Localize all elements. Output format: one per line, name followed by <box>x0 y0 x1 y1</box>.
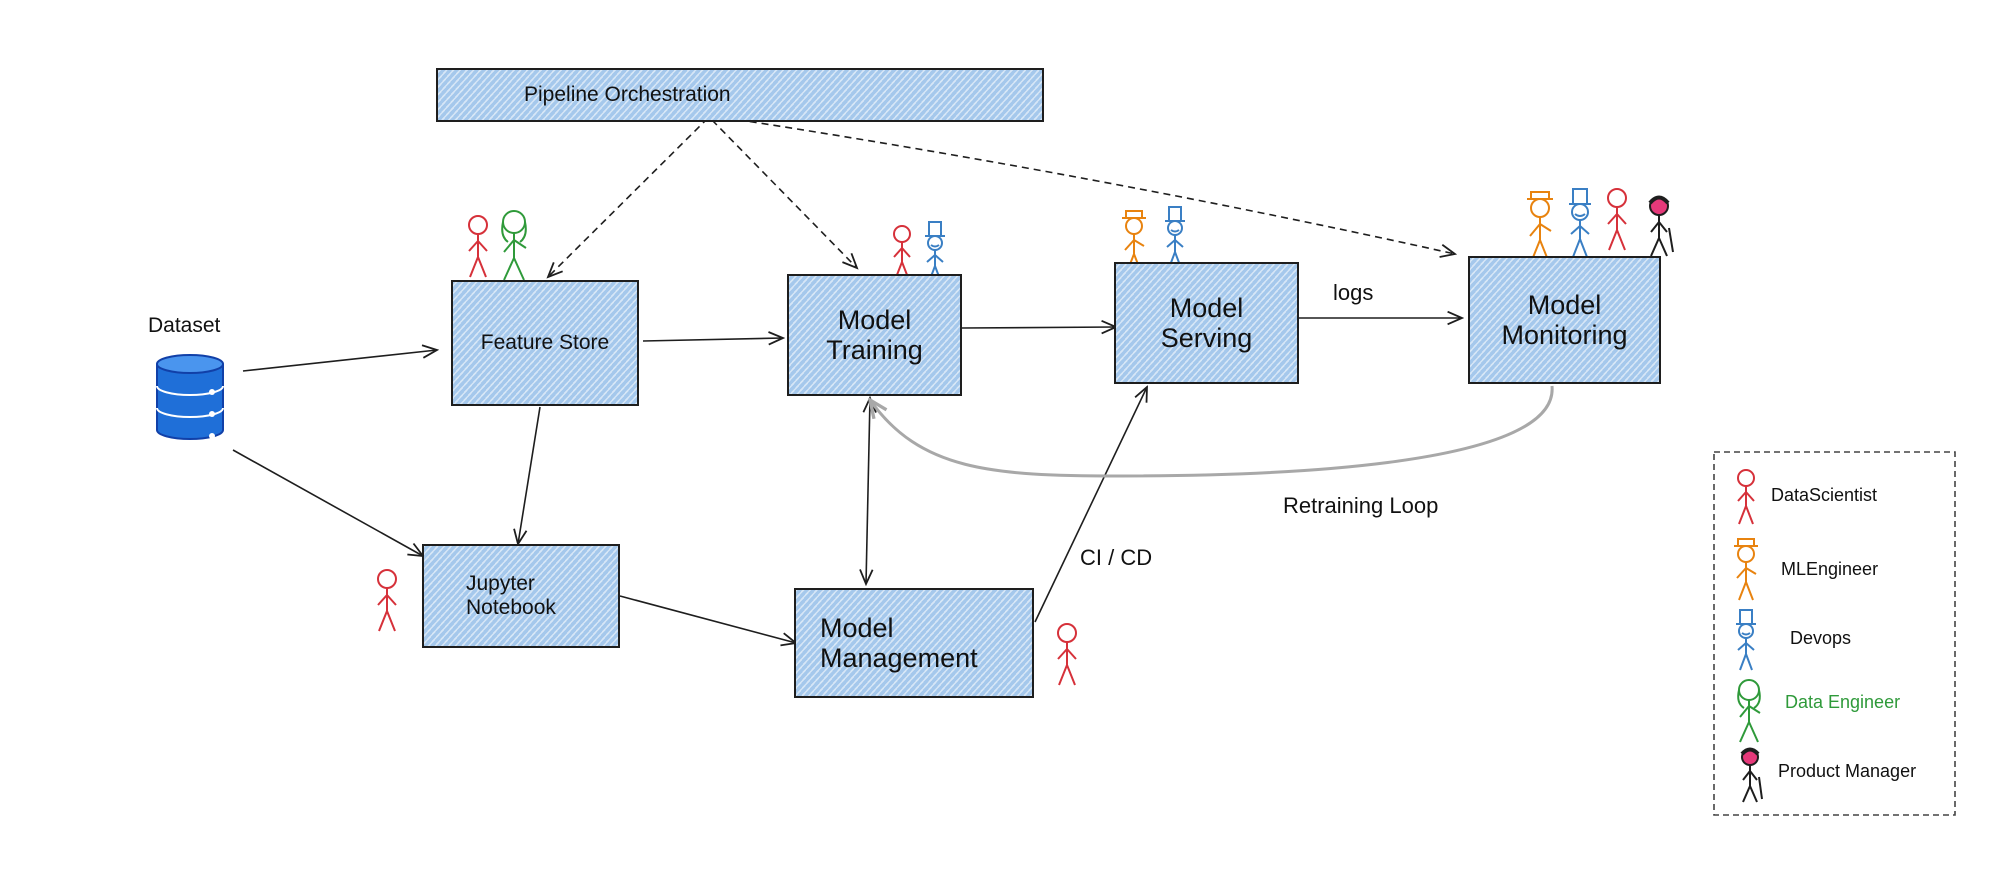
data-scientist-icon <box>1057 623 1077 686</box>
ci-cd-label: CI / CD <box>1080 545 1153 570</box>
devops-icon <box>925 221 945 283</box>
legend-box <box>1713 451 1956 816</box>
ml-engineer-icon <box>1122 210 1146 273</box>
dataset-to-jupyter-arrow <box>232 449 423 556</box>
model-monitoring-label-line1: Model <box>1527 289 1602 320</box>
retraining-loop-arrow <box>870 385 1554 478</box>
orchestration-to-model-training-arrow <box>711 119 857 268</box>
legend-label-data-engineer: Data Engineer <box>1785 692 1901 712</box>
pipeline-orchestration-box[interactable]: Pipeline Orchestration <box>436 68 1044 122</box>
product-manager-icon <box>1740 747 1763 803</box>
model-serving-label-line1: Model <box>1169 292 1244 323</box>
ml-engineer-icon <box>1734 538 1758 601</box>
jupyter-notebook-box[interactable]: Jupyter Notebook <box>422 544 620 648</box>
feature-store-to-model-training-arrow <box>642 338 783 341</box>
devops-icon <box>1569 188 1591 258</box>
database-icon <box>156 354 224 440</box>
data-scientist-icon <box>1607 188 1627 251</box>
model-training-label-line2: Training <box>826 335 923 365</box>
legend-label-data-scientist: DataScientist <box>1771 485 1878 505</box>
data-engineer-icon <box>1737 679 1761 743</box>
jupyter-notebook-label-line2: Notebook <box>466 596 556 619</box>
legend-label-devops: Devops <box>1790 628 1852 648</box>
model-monitoring-label-line2: Monitoring <box>1501 320 1628 350</box>
data-scientist-icon <box>468 215 488 278</box>
model-management-label-line2: Management <box>820 643 978 673</box>
dataset-to-feature-store-arrow <box>242 350 437 372</box>
devops-icon <box>1165 206 1185 269</box>
model-training-model-management-arrow <box>866 398 870 584</box>
jupyter-to-model-management-arrow <box>619 595 796 643</box>
data-scientist-icon <box>1737 469 1755 525</box>
product-manager-icon <box>1648 195 1674 257</box>
model-management-label-line1: Model <box>820 612 894 643</box>
devops-icon <box>1736 609 1756 671</box>
model-training-label-line1: Model <box>837 304 912 335</box>
logs-label: logs <box>1333 280 1374 305</box>
data-engineer-icon <box>501 210 527 281</box>
data-scientist-icon <box>377 569 397 632</box>
jupyter-notebook-label-line1: Jupyter <box>466 572 535 596</box>
feature-store-box[interactable]: Feature Store <box>451 280 639 406</box>
ml-engineer-icon <box>1527 191 1553 261</box>
feature-store-to-jupyter-arrow <box>518 406 541 544</box>
model-training-to-model-serving-arrow <box>961 327 1116 328</box>
legend-label-ml-engineer: MLEngineer <box>1781 559 1879 579</box>
orchestration-to-feature-store-arrow <box>548 117 709 277</box>
pipeline-orchestration-label: Pipeline Orchestration <box>524 83 731 107</box>
orchestration-to-model-monitoring-arrow <box>713 115 1455 254</box>
model-management-to-model-serving-arrow <box>1034 387 1147 623</box>
data-scientist-icon <box>893 225 911 281</box>
dataset-label: Dataset <box>148 314 221 337</box>
retraining-loop-label: Retraining Loop <box>1283 493 1439 518</box>
feature-store-label: Feature Store <box>480 331 610 355</box>
model-training-box[interactable]: Model Training <box>787 274 962 396</box>
legend-label-product-manager: Product Manager <box>1778 761 1917 781</box>
model-monitoring-box[interactable]: Model Monitoring <box>1468 256 1661 384</box>
model-serving-box[interactable]: Model Serving <box>1114 262 1299 384</box>
model-management-box[interactable]: Model Management <box>794 588 1034 698</box>
model-serving-label-line2: Serving <box>1160 323 1253 353</box>
